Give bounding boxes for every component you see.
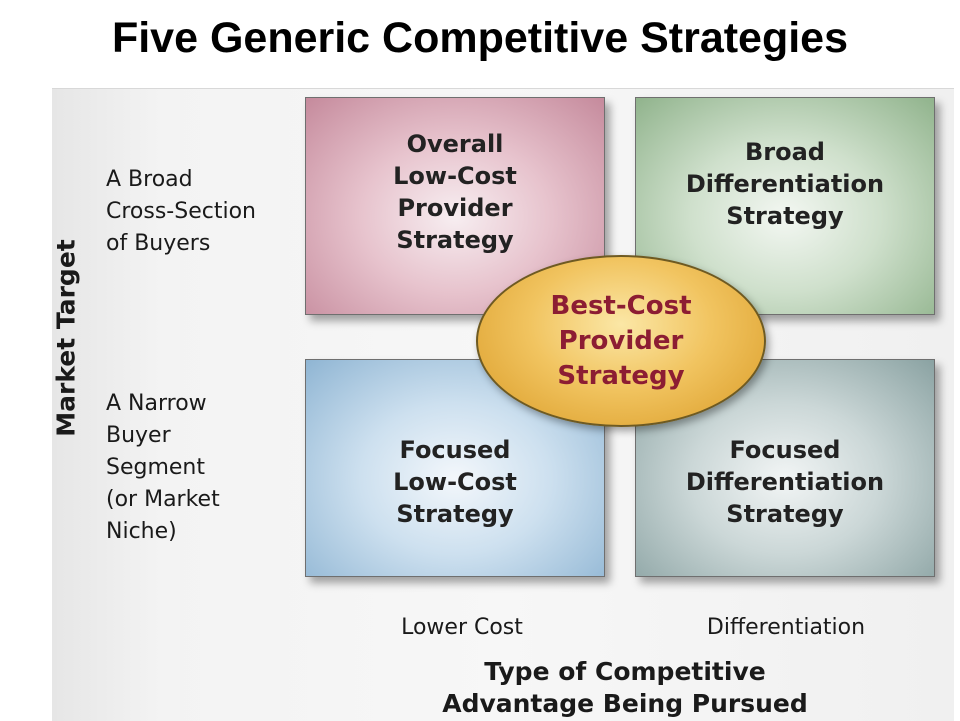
page-title: Five Generic Competitive Strategies bbox=[111, 14, 849, 62]
strategy-line: Strategy bbox=[726, 500, 844, 528]
column-label-lower-cost: Lower Cost bbox=[401, 615, 523, 640]
x-axis-label: Type of Competitive Advantage Being Purs… bbox=[442, 656, 808, 720]
best-cost-provider-oval: Best-Cost Provider Strategy bbox=[476, 255, 766, 427]
row-label-line: A Narrow bbox=[106, 391, 207, 416]
row-label-line: Niche) bbox=[106, 519, 177, 544]
strategy-line: Differentiation bbox=[685, 170, 885, 198]
strategy-box-focused-low-cost: Focused Low-Cost Strategy bbox=[305, 359, 605, 577]
strategy-line: Focused bbox=[399, 436, 511, 464]
row-label-broad: A Broad Cross-Section of Buyers bbox=[106, 164, 256, 260]
x-axis-label-line: Type of Competitive bbox=[484, 657, 766, 686]
strategy-line: Overall bbox=[406, 130, 504, 158]
strategy-line: Strategy bbox=[726, 202, 844, 230]
row-label-line: Buyer bbox=[106, 423, 171, 448]
strategy-line: Focused bbox=[729, 436, 841, 464]
row-label-line: Segment bbox=[106, 455, 205, 480]
center-line: Best-Cost bbox=[550, 290, 692, 321]
x-axis-label-line: Advantage Being Pursued bbox=[442, 689, 808, 718]
row-label-line: (or Market bbox=[106, 487, 220, 512]
strategy-line: Provider bbox=[397, 194, 513, 222]
row-label-narrow: A Narrow Buyer Segment (or Market Niche) bbox=[106, 388, 220, 548]
column-label-differentiation: Differentiation bbox=[706, 615, 866, 640]
strategy-line: Differentiation bbox=[685, 468, 885, 496]
row-label-line: of Buyers bbox=[106, 231, 211, 256]
center-line: Strategy bbox=[557, 360, 685, 391]
strategy-line: Strategy bbox=[396, 500, 514, 528]
strategy-line: Low-Cost bbox=[393, 162, 517, 190]
strategy-line: Low-Cost bbox=[393, 468, 517, 496]
strategy-line: Strategy bbox=[396, 226, 514, 254]
row-label-line: A Broad bbox=[106, 167, 193, 192]
strategy-line: Broad bbox=[744, 138, 825, 166]
row-label-line: Cross-Section bbox=[106, 199, 256, 224]
center-line: Provider bbox=[558, 325, 684, 356]
y-axis-label-text: Market Target bbox=[51, 239, 81, 437]
